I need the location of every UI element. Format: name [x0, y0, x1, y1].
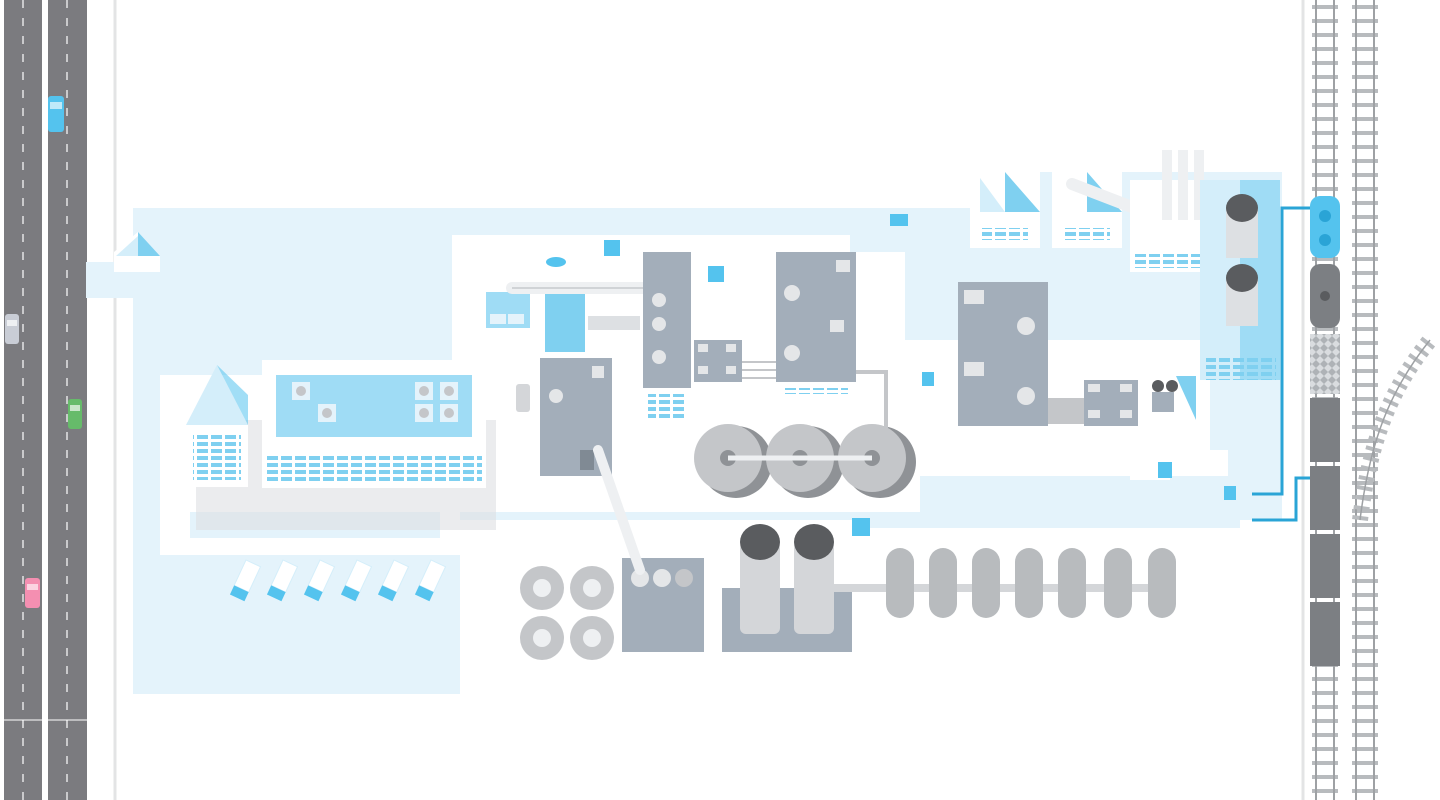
gatehouse	[114, 232, 160, 272]
car-blue	[48, 96, 64, 132]
car-pink	[25, 578, 40, 608]
office-complex	[186, 360, 496, 530]
tank-farm	[520, 445, 1176, 660]
car-gray	[5, 314, 19, 344]
freight-train	[1252, 196, 1340, 666]
car-green	[68, 399, 82, 429]
parked-trucks	[229, 559, 447, 602]
small-vehicles	[516, 214, 1236, 536]
storage-tanks	[886, 548, 1176, 618]
spherical-tanks	[694, 370, 916, 498]
right-facilities	[958, 150, 1280, 480]
